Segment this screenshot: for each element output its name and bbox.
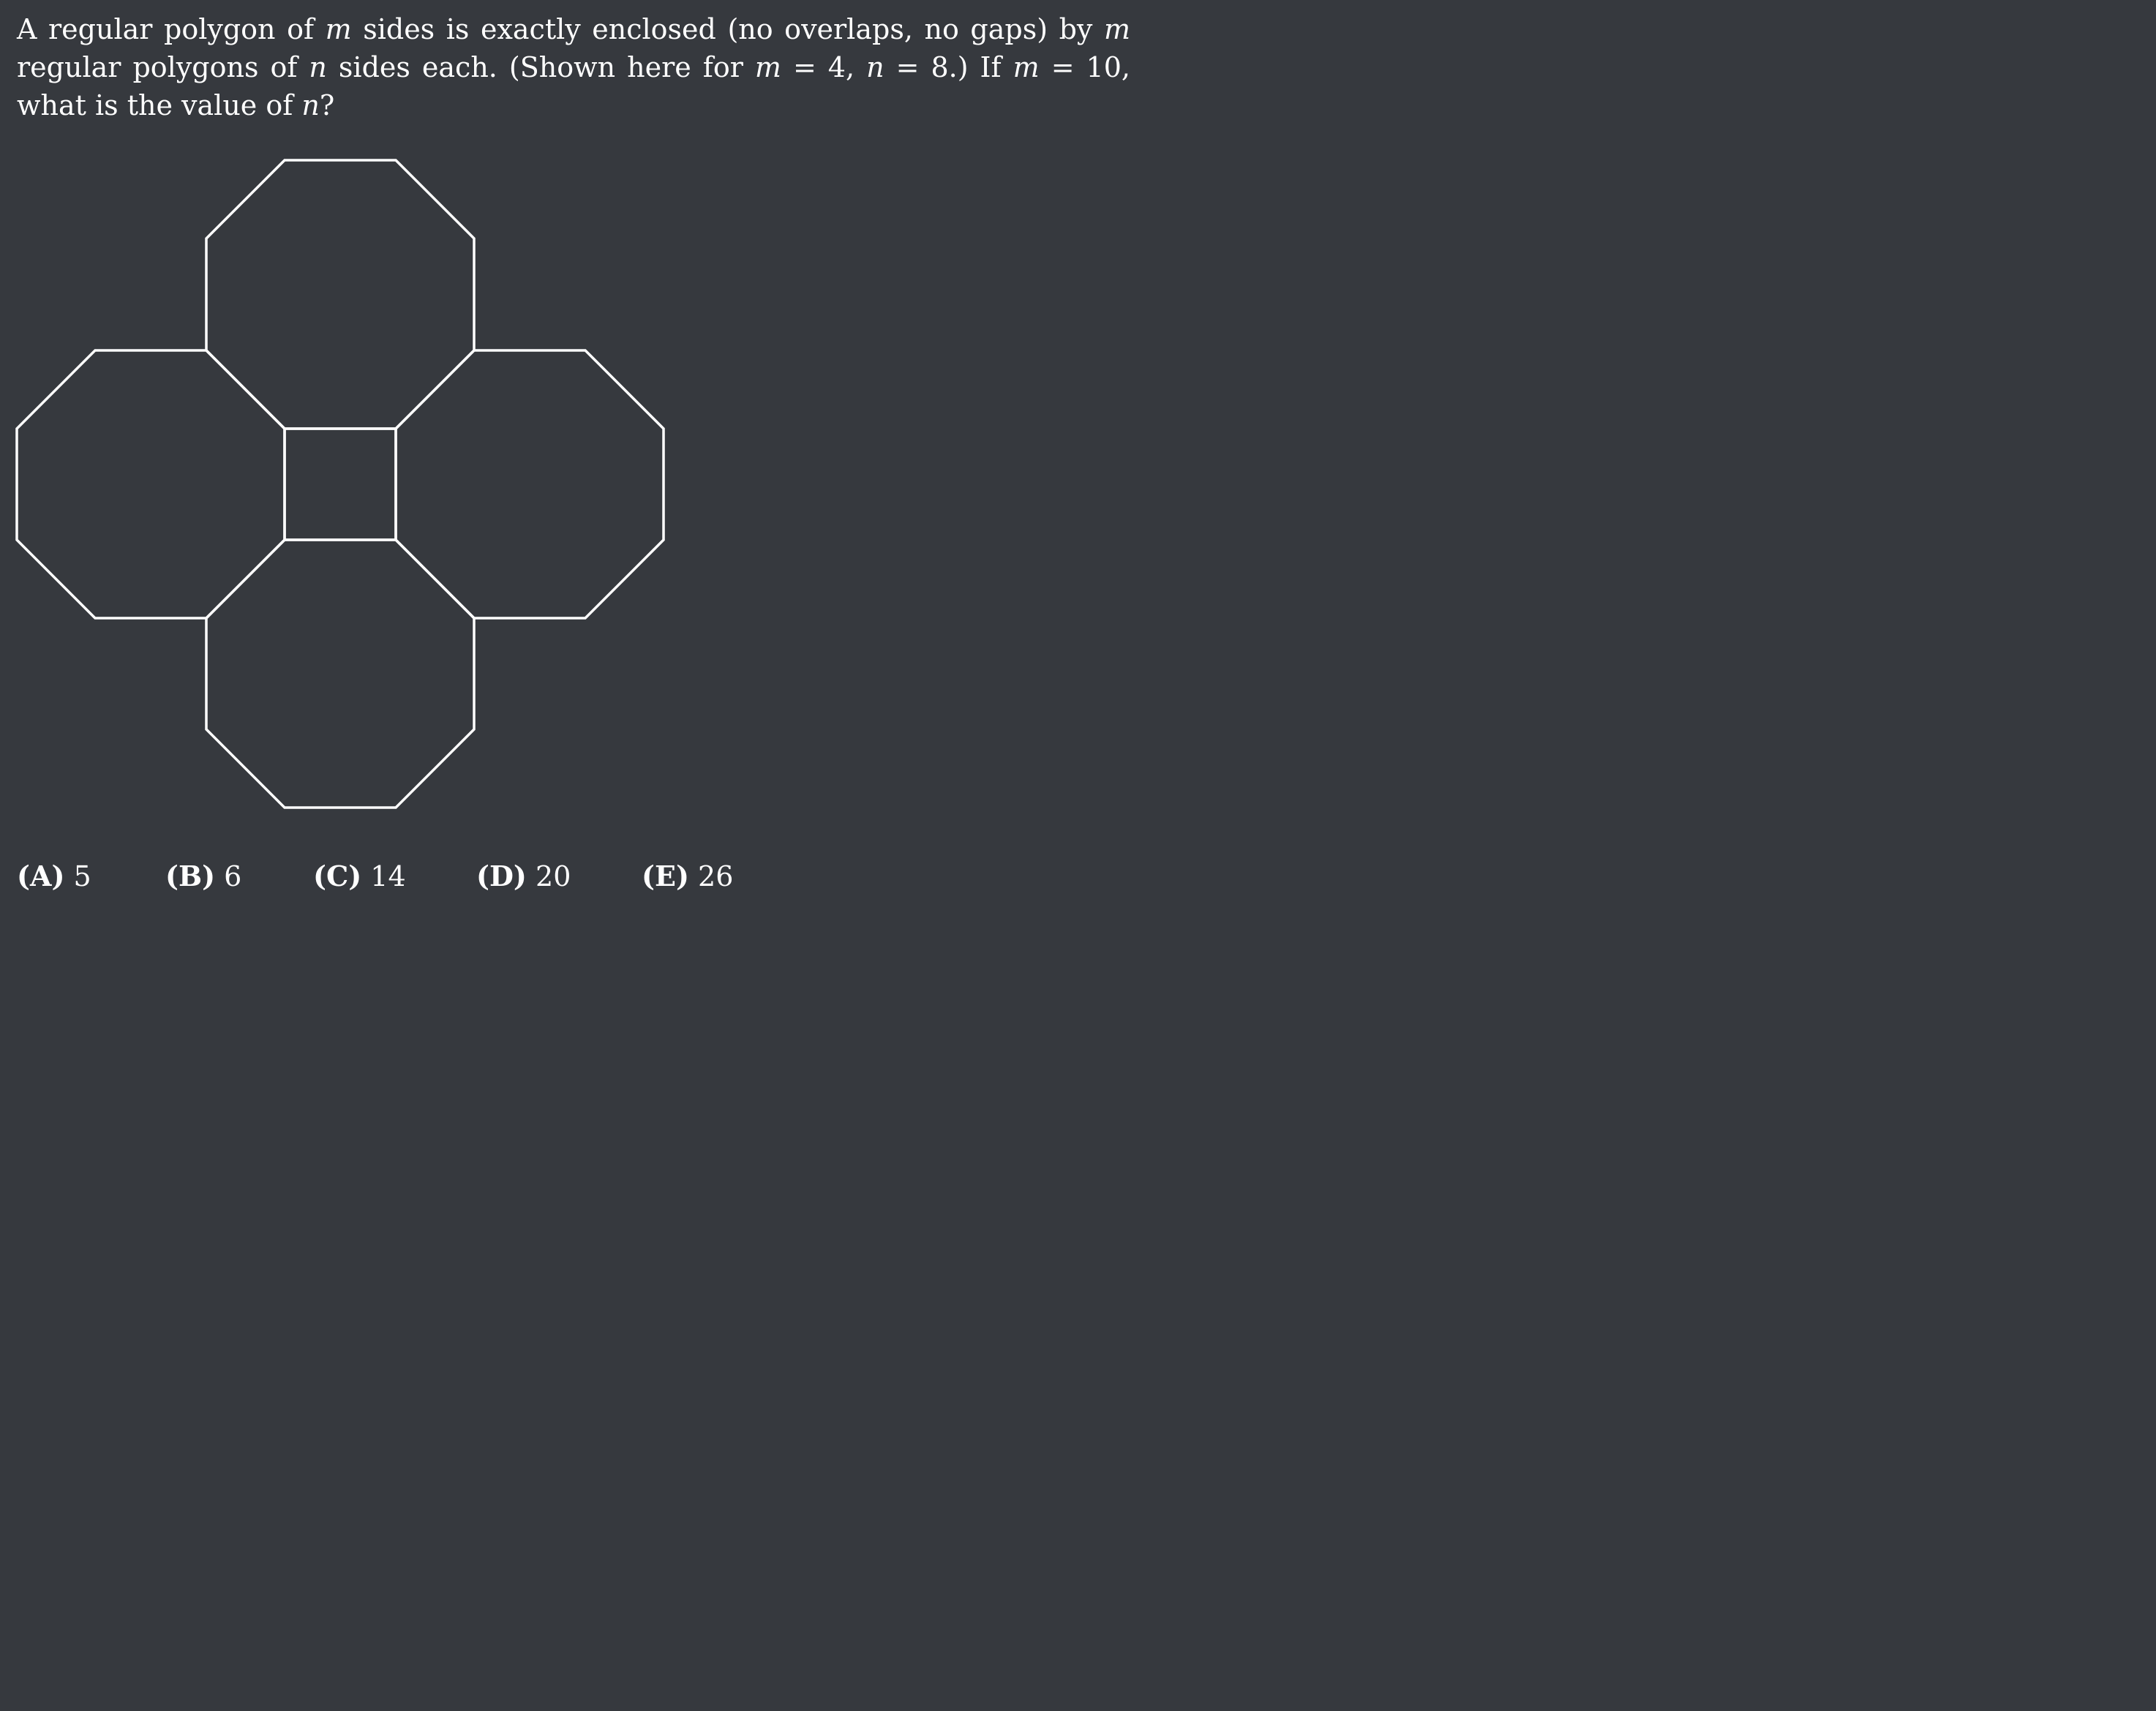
choice-a-letter: (A) [17, 860, 65, 892]
choice-a[interactable]: (A) 5 [17, 856, 91, 897]
choice-b[interactable]: (B) 6 [165, 856, 241, 897]
question-text-run: A regular polygon of [17, 13, 326, 45]
choice-b-value: 6 [224, 860, 242, 892]
question-text-run: = 10, what is the value of [17, 51, 1130, 121]
choice-a-value: 5 [73, 860, 91, 892]
problem-page: A regular polygon of m sides is exactly … [0, 0, 1147, 911]
center-square [283, 427, 397, 541]
math-variable: m [754, 51, 781, 83]
choice-d-value: 20 [536, 860, 571, 892]
question-text-run: regular polygons of [17, 51, 309, 83]
polygon-enclosure-figure [15, 159, 665, 809]
question-text-run: = 8.) If [884, 51, 1013, 83]
choice-e-value: 26 [698, 860, 734, 892]
right-octagon [394, 349, 665, 620]
math-variable: n [301, 89, 320, 121]
math-variable: m [1103, 13, 1130, 45]
bottom-octagon [205, 538, 476, 809]
math-variable: n [866, 51, 884, 83]
choice-c-value: 14 [370, 860, 406, 892]
choice-d[interactable]: (D) 20 [476, 856, 571, 897]
choice-e[interactable]: (E) 26 [642, 856, 733, 897]
choice-e-letter: (E) [642, 860, 689, 892]
top-octagon [205, 159, 476, 430]
question-text-run: sides each. (Shown here for [326, 51, 755, 83]
choice-c-letter: (C) [313, 860, 362, 892]
choice-b-letter: (B) [165, 860, 216, 892]
math-variable: m [325, 13, 352, 45]
choice-d-letter: (D) [476, 860, 527, 892]
question-text-run: = 4, [781, 51, 867, 83]
left-octagon [15, 349, 286, 620]
question-text-run: sides is exactly enclosed (no overlaps, … [351, 13, 1104, 45]
question-text-run: ? [319, 89, 335, 121]
math-variable: m [1013, 51, 1040, 83]
question-text: A regular polygon of m sides is exactly … [17, 10, 1130, 124]
choice-c[interactable]: (C) 14 [313, 856, 406, 897]
math-variable: n [309, 51, 327, 83]
